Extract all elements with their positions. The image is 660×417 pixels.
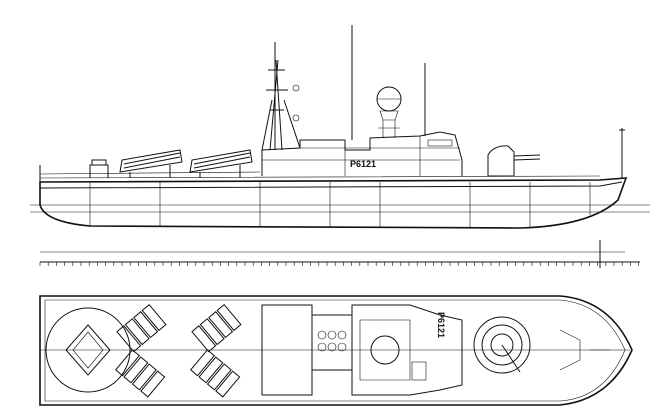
launcher-canister-set	[189, 349, 241, 398]
deck-outline	[39, 295, 633, 406]
jackstaff	[619, 128, 625, 178]
liferaft-canister	[317, 342, 327, 352]
liferaft-canister	[337, 330, 347, 340]
gun-plan	[473, 316, 531, 374]
superstructure	[261, 131, 463, 176]
scale-bar	[39, 240, 640, 268]
gun-turret	[487, 145, 541, 177]
hull-outline	[39, 177, 628, 229]
missile-launcher-fwd	[189, 149, 253, 178]
missile-launcher-aft	[119, 149, 183, 178]
hull-number-label: P6121	[350, 159, 376, 169]
rails	[39, 171, 601, 179]
deck-plan-view: P6121	[39, 295, 633, 406]
sheer-line	[39, 181, 623, 189]
side-profile-view: P6121	[30, 25, 650, 229]
liferaft-canister	[327, 342, 337, 352]
bow-fittings	[559, 329, 610, 371]
superstructure-plan	[261, 304, 463, 396]
waterline	[30, 204, 650, 213]
missile-launchers-plan	[114, 303, 242, 398]
liferaft-canister	[317, 330, 327, 340]
helipad-circle	[45, 307, 131, 393]
launcher-canister-set	[191, 303, 242, 353]
liferaft-canister	[327, 330, 337, 340]
main-mast	[261, 42, 301, 151]
aft-director	[89, 159, 109, 178]
launcher-canister-set	[116, 303, 167, 353]
hull-number-plan-label: P6121	[436, 312, 446, 338]
frame-lines	[89, 182, 591, 228]
radome	[376, 86, 402, 138]
launcher-canister-set	[114, 349, 166, 398]
liferaft-canister	[337, 342, 347, 352]
